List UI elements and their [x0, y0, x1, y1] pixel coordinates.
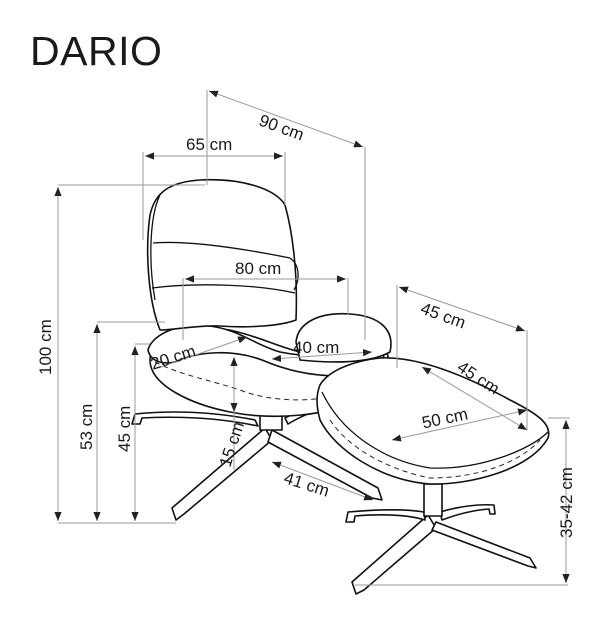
- dim-seat-height: 45 cm: [115, 406, 134, 452]
- dim-chair-depth: 90 cm: [256, 111, 306, 145]
- dim-backrest-width: 80 cm: [235, 259, 281, 278]
- dim-seat-depth: 40 cm: [293, 338, 339, 357]
- dim-base-leg: 41 cm: [282, 468, 332, 500]
- dim-armrest-height: 53 cm: [77, 404, 96, 450]
- dim-chair-width: 65 cm: [186, 135, 232, 154]
- dim-footstool-depth-top: 45 cm: [418, 299, 468, 333]
- dim-footstool-height: 35-42 cm: [557, 467, 576, 538]
- dim-total-height: 100 cm: [36, 319, 55, 375]
- product-title: DARIO: [30, 28, 163, 74]
